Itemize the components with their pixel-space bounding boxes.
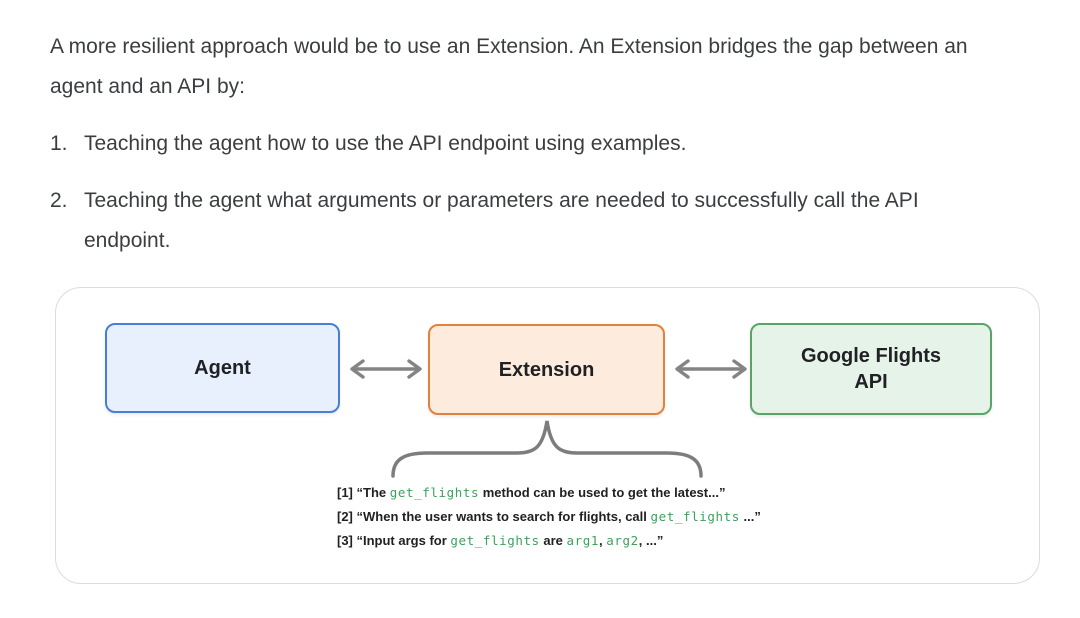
list-item-text: Teaching the agent what arguments or par…	[84, 189, 919, 252]
list-item-number: 1.	[50, 132, 68, 155]
list-item-text: Teaching the agent how to use the API en…	[84, 132, 687, 155]
extension-examples-annotations: [1] “The get_flights method can be used …	[337, 481, 787, 553]
code-snippet: arg2	[606, 533, 639, 548]
list-item-number: 2.	[50, 189, 68, 212]
annotation-text: method can be used to get the latest...”	[479, 485, 726, 500]
api-node-label-line2: API	[854, 371, 888, 393]
curly-brace-icon	[391, 420, 703, 478]
annotation-text: , ...”	[638, 533, 664, 548]
annotation-line-2: [2] “When the user wants to search for f…	[337, 505, 787, 529]
extension-node: Extension	[428, 324, 665, 415]
list-item-1: 1. Teaching the agent how to use the API…	[50, 124, 1000, 164]
annotation-text: ...”	[739, 509, 761, 524]
annotation-line-1: [1] “The get_flights method can be used …	[337, 481, 787, 505]
agent-node-label: Agent	[194, 357, 251, 379]
double-arrow-icon	[675, 359, 747, 379]
annotation-line-3: [3] “Input args for get_flights are arg1…	[337, 529, 787, 553]
extension-node-label: Extension	[498, 358, 595, 381]
annotation-text: are	[539, 533, 567, 548]
intro-paragraph: A more resilient approach would be to us…	[50, 35, 968, 98]
code-snippet: get_flights	[450, 533, 540, 548]
google-flights-api-node: Google Flights API	[750, 323, 992, 415]
annotation-text: [2] “When the user wants to search for f…	[337, 509, 651, 524]
code-snippet: get_flights	[650, 509, 740, 524]
code-snippet: arg1	[566, 533, 600, 548]
annotation-text: [1] “The	[337, 485, 390, 500]
double-arrow-icon	[350, 359, 422, 379]
list-item-2: 2. Teaching the agent what arguments or …	[50, 181, 1000, 261]
agent-node: Agent	[105, 323, 340, 413]
annotation-text: [3] “Input args for	[337, 533, 451, 548]
api-node-label-line1: Google Flights	[801, 345, 941, 367]
annotation-text: ,	[599, 533, 607, 548]
code-snippet: get_flights	[389, 485, 480, 500]
